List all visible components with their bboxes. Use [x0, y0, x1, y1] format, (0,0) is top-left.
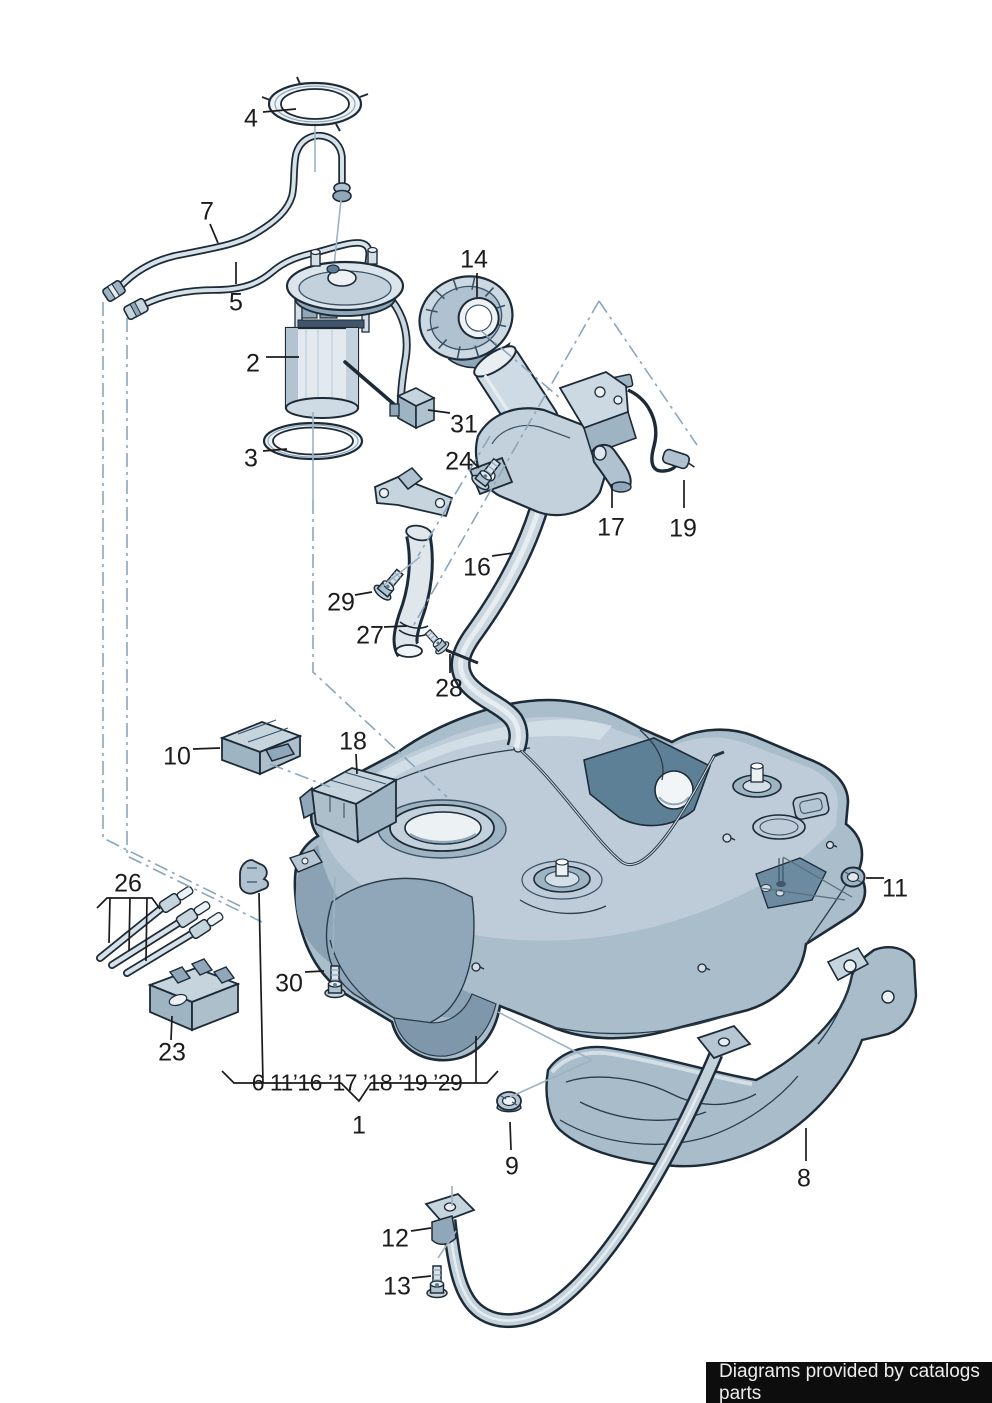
- retainer-23-drawing: [147, 958, 241, 1032]
- fuel-tank-1-drawing: [288, 698, 867, 1062]
- callout-14: 14: [460, 245, 488, 274]
- construction-lines: [102, 300, 853, 1259]
- retaining-clip-drawing: [239, 859, 270, 895]
- callout-9: 9: [505, 1152, 519, 1181]
- callout-27: 27: [356, 621, 384, 650]
- locking-ring-4-drawing: [261, 76, 369, 172]
- filler-neck-16-drawing: [450, 345, 637, 752]
- callout-30: 30: [275, 969, 303, 998]
- grommet-11-drawing: [840, 866, 866, 888]
- callout-17: 17: [597, 513, 625, 542]
- fuel-lines-26-drawing: [96, 885, 224, 977]
- credit-banner: Diagrams provided by catalogs parts: [706, 1360, 992, 1403]
- speed-nut-9-drawing: [496, 1091, 522, 1113]
- callout-26: 26: [114, 869, 142, 898]
- support-bracket-8-drawing: [545, 946, 918, 1168]
- callout-16: 16: [463, 553, 491, 582]
- credit-banner-text: Diagrams provided by catalogs parts: [719, 1360, 980, 1403]
- callout-12: 12: [381, 1224, 409, 1253]
- screw-28-drawing: [421, 625, 479, 665]
- callout-19: 19: [669, 514, 697, 543]
- callout-group-1-items: 6 11’16 ’17 ’18 ’19 ’29: [251, 1069, 463, 1096]
- screw-13-drawing: [426, 1265, 448, 1299]
- callout-4: 4: [244, 104, 258, 133]
- callout-3: 3: [244, 444, 258, 473]
- leader-lines: [96, 108, 884, 1279]
- callout-10: 10: [163, 742, 191, 771]
- callout-5: 5: [229, 288, 243, 317]
- bracket-18-drawing: [299, 767, 399, 844]
- connector-31-drawing: [389, 387, 436, 430]
- breather-elbow-17-drawing: [590, 444, 632, 493]
- fuel-pump-module-2-drawing: [284, 246, 411, 419]
- callout-13: 13: [383, 1272, 411, 1301]
- callout-2: 2: [246, 349, 260, 378]
- callout-7: 7: [200, 197, 214, 226]
- callout-24: 24: [445, 447, 473, 476]
- callout-31: 31: [450, 410, 478, 439]
- callout-1: 1: [352, 1111, 366, 1140]
- callout-18: 18: [339, 727, 367, 756]
- callout-23: 23: [158, 1038, 186, 1067]
- callout-28: 28: [435, 674, 463, 703]
- bracket-10-drawing: [219, 719, 303, 776]
- callout-29: 29: [327, 588, 355, 617]
- callout-11: 11: [882, 874, 908, 903]
- tension-strap-12-drawing: [424, 1024, 752, 1329]
- callout-8: 8: [797, 1164, 811, 1193]
- vent-hose-27-drawing: [374, 466, 454, 658]
